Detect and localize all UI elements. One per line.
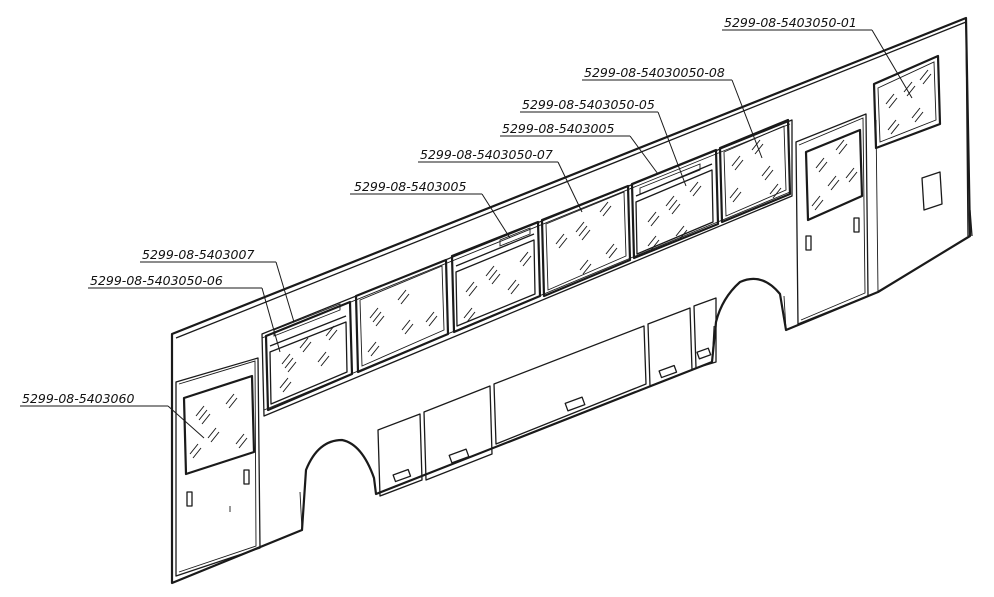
rear-edge — [965, 21, 973, 237]
leader-lines — [20, 29, 913, 439]
rear-wheel-arch — [711, 119, 879, 363]
front-door-window — [182, 374, 256, 476]
front-door — [175, 357, 261, 577]
callout-label-1: 5299-08-5403050-01 — [724, 15, 857, 30]
front-door-handle — [186, 491, 193, 507]
rear-hatch — [921, 171, 943, 211]
rear-window — [872, 54, 942, 150]
callout-labels: 5299-08-5403050-01 5299-08-54030050-08 5… — [22, 15, 857, 406]
callout-label-7: 5299-08-5403007 — [142, 247, 254, 262]
front-door-handle-2 — [243, 469, 250, 485]
callout-label-5: 5299-08-5403050-07 — [420, 147, 553, 162]
roof-edge — [171, 17, 967, 339]
window-6 — [718, 118, 792, 224]
window-1 — [264, 300, 354, 412]
callout-label-8: 5299-08-5403050-06 — [90, 273, 223, 288]
luggage-doors — [377, 297, 717, 497]
window-2 — [354, 258, 450, 374]
callout-label-4: 5299-08-5403005 — [502, 121, 614, 136]
callout-label-6: 5299-08-5403005 — [354, 179, 466, 194]
rear-door — [795, 113, 869, 325]
window-5 — [630, 148, 720, 260]
front-wheel-arch — [299, 477, 377, 531]
rear-door-window — [804, 128, 864, 222]
front-door-glass — [189, 393, 248, 459]
window-4 — [540, 184, 632, 298]
callout-label-2: 5299-08-54030050-08 — [584, 65, 725, 80]
callout-label-3: 5299-08-5403050-05 — [522, 97, 655, 112]
window-3 — [450, 220, 542, 334]
callout-label-9: 5299-08-5403060 — [22, 391, 134, 406]
bus-body-outline — [170, 16, 972, 585]
